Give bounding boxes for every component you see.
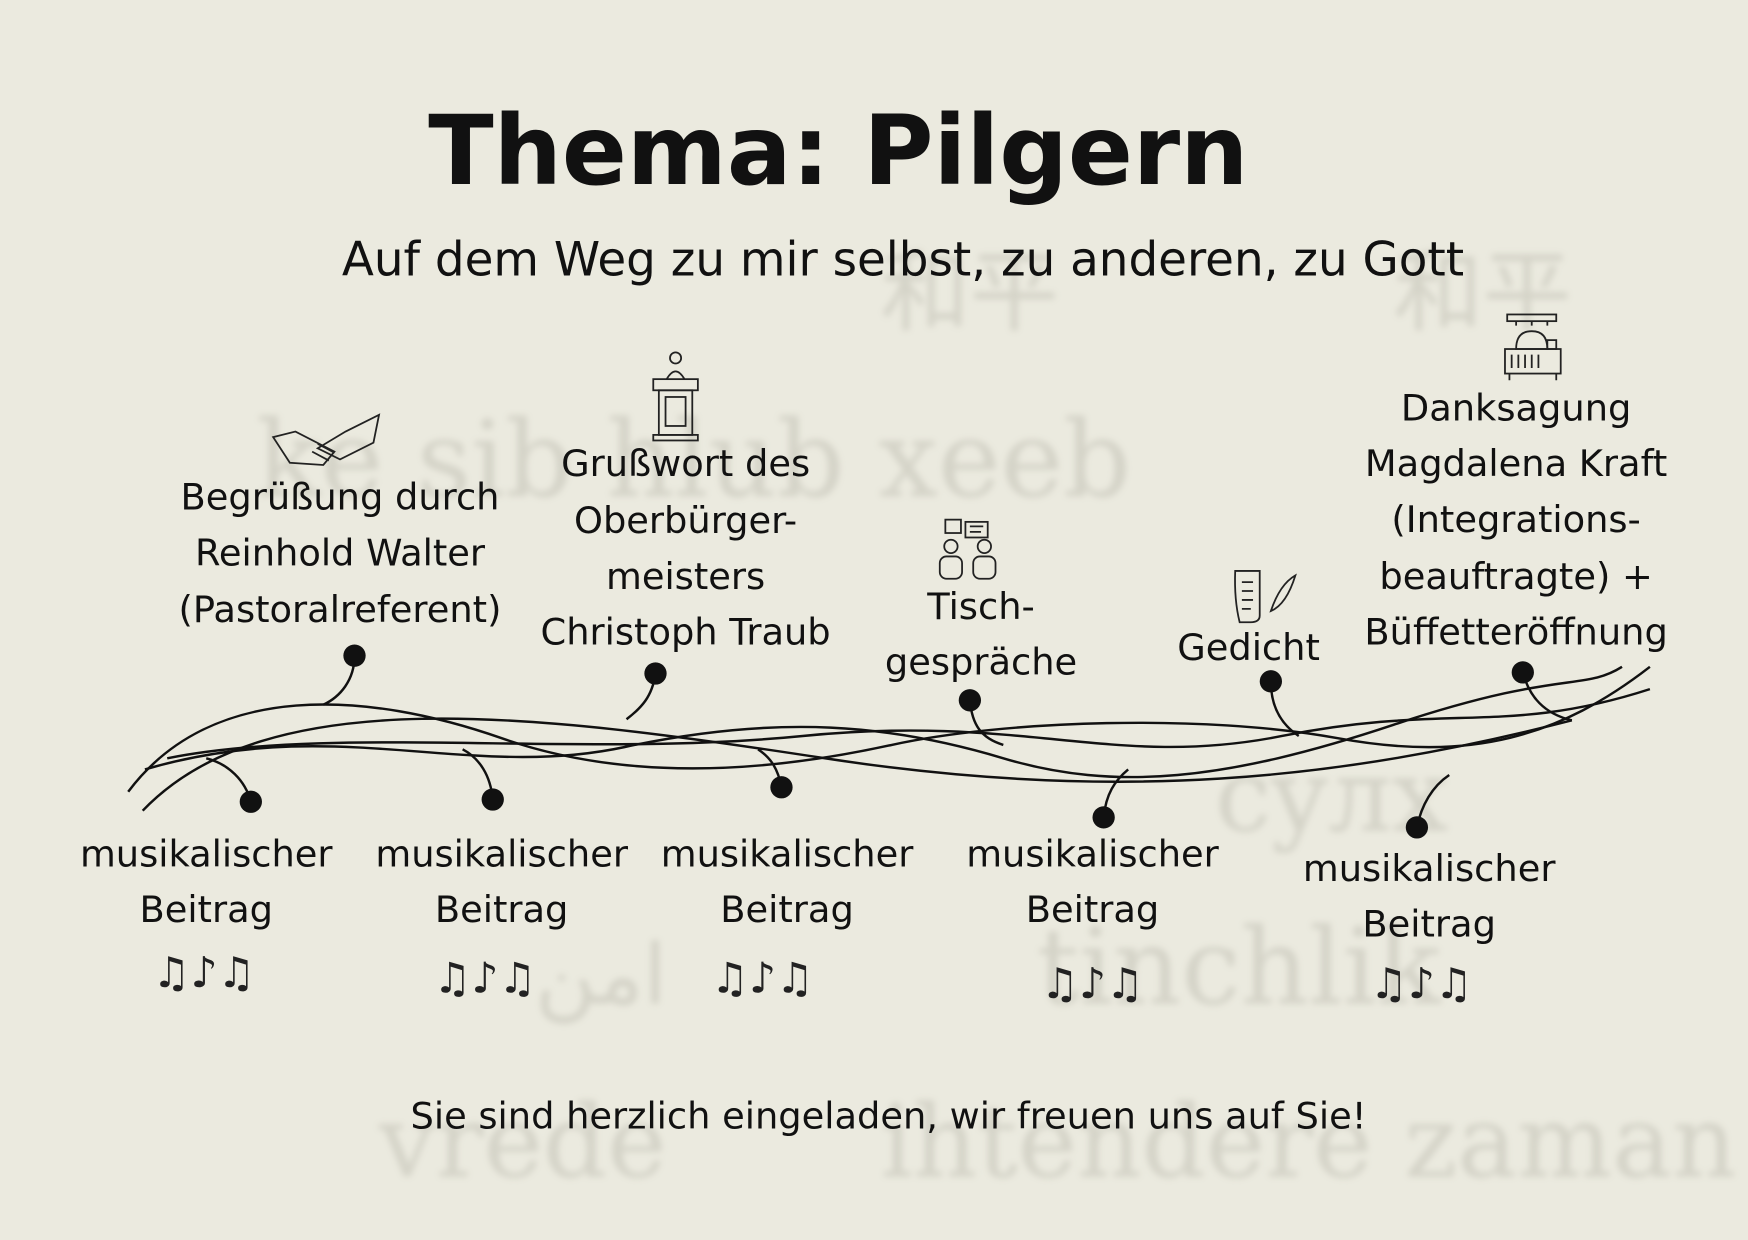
item-label-line: gespräche (885, 641, 1077, 684)
item-label-line: Büffetteröffnung (1364, 611, 1667, 654)
lectern-icon (652, 351, 699, 442)
item-label-line: Beitrag (435, 888, 568, 931)
bg-word: vrede (378, 1083, 667, 1200)
bg-word: 和平 (1393, 241, 1571, 345)
handshake-icon (271, 413, 381, 466)
item-label-line: (Integrations- (1391, 498, 1640, 541)
timeline-dots (239, 644, 1534, 839)
item-label-line: beauftragte) + (1379, 555, 1652, 598)
item-label-line: Christoph Traub (541, 611, 831, 654)
music-item: musikalischer Beitrag ♫♪♫ (1303, 847, 1556, 1008)
item-label-line: Grußwort des (561, 442, 810, 485)
item-label-line: Reinhold Walter (195, 531, 486, 574)
bg-word: امن (535, 926, 667, 1025)
poem-scroll-icon (1234, 570, 1297, 624)
music-item: musikalischer Beitrag ♫♪♫ (661, 832, 914, 1002)
program-item-mayor-greeting: Grußwort des Oberbürger- meisters Christ… (541, 442, 831, 653)
buffet-icon (1504, 313, 1562, 381)
item-label-line: Beitrag (720, 888, 853, 931)
bg-word: ke sib hlub xeeb (256, 398, 1131, 521)
music-item: musikalischer Beitrag ♫♪♫ (80, 832, 333, 996)
music-notes-icon: ♫♪♫ (153, 948, 256, 997)
bg-word: ihtendere zaman (881, 1083, 1737, 1200)
item-label-line: Oberbürger- (574, 499, 797, 542)
item-label-line: Gedicht (1177, 626, 1320, 669)
page-title: Thema: Pilgern (428, 95, 1248, 207)
item-label-line: musikalischer (1303, 847, 1556, 890)
bg-word: 和平 (881, 241, 1059, 345)
music-notes-icon: ♫♪♫ (711, 953, 814, 1002)
item-label-line: Beitrag (1362, 903, 1495, 946)
program-item-welcome: Begrüßung durch Reinhold Walter (Pastora… (179, 476, 502, 632)
item-label-line: musikalischer (966, 832, 1219, 875)
item-label-line: musikalischer (80, 832, 333, 875)
background-peace-words: ke sib hlub xeeb 和平 和平 cyлx tinchlik vre… (256, 241, 1736, 1200)
item-label-line: musikalischer (375, 832, 628, 875)
program-item-thanks-buffet: Danksagung Magdalena Kraft (Integrations… (1364, 386, 1667, 653)
music-notes-icon: ♫♪♫ (433, 953, 536, 1002)
item-label-line: meisters (606, 555, 765, 598)
program-item-table-talks: Tisch- gespräche (885, 585, 1077, 684)
item-label-line: musikalischer (661, 832, 914, 875)
music-notes-icon: ♫♪♫ (1370, 959, 1473, 1008)
item-label-line: Magdalena Kraft (1365, 442, 1667, 485)
program-item-poem: Gedicht (1177, 626, 1320, 669)
music-item: musikalischer Beitrag ♫♪♫ (966, 832, 1219, 1008)
conversation-icon (938, 518, 997, 580)
music-notes-icon: ♫♪♫ (1041, 959, 1144, 1008)
item-label-line: Tisch- (926, 585, 1035, 628)
timeline-waves (127, 644, 1651, 839)
item-label-line: Danksagung (1401, 386, 1631, 429)
music-item: musikalischer Beitrag ♫♪♫ (375, 832, 628, 1002)
item-label-line: Beitrag (139, 888, 272, 931)
bg-word: tinchlik (1037, 906, 1442, 1029)
footer-invitation: Sie sind herzlich eingeladen, wir freuen… (411, 1094, 1367, 1137)
item-label-line: Begrüßung durch (181, 476, 500, 519)
item-label-line: Beitrag (1026, 888, 1159, 931)
item-label-line: (Pastoralreferent) (179, 588, 502, 631)
page-subtitle: Auf dem Weg zu mir selbst, zu anderen, z… (342, 233, 1464, 287)
